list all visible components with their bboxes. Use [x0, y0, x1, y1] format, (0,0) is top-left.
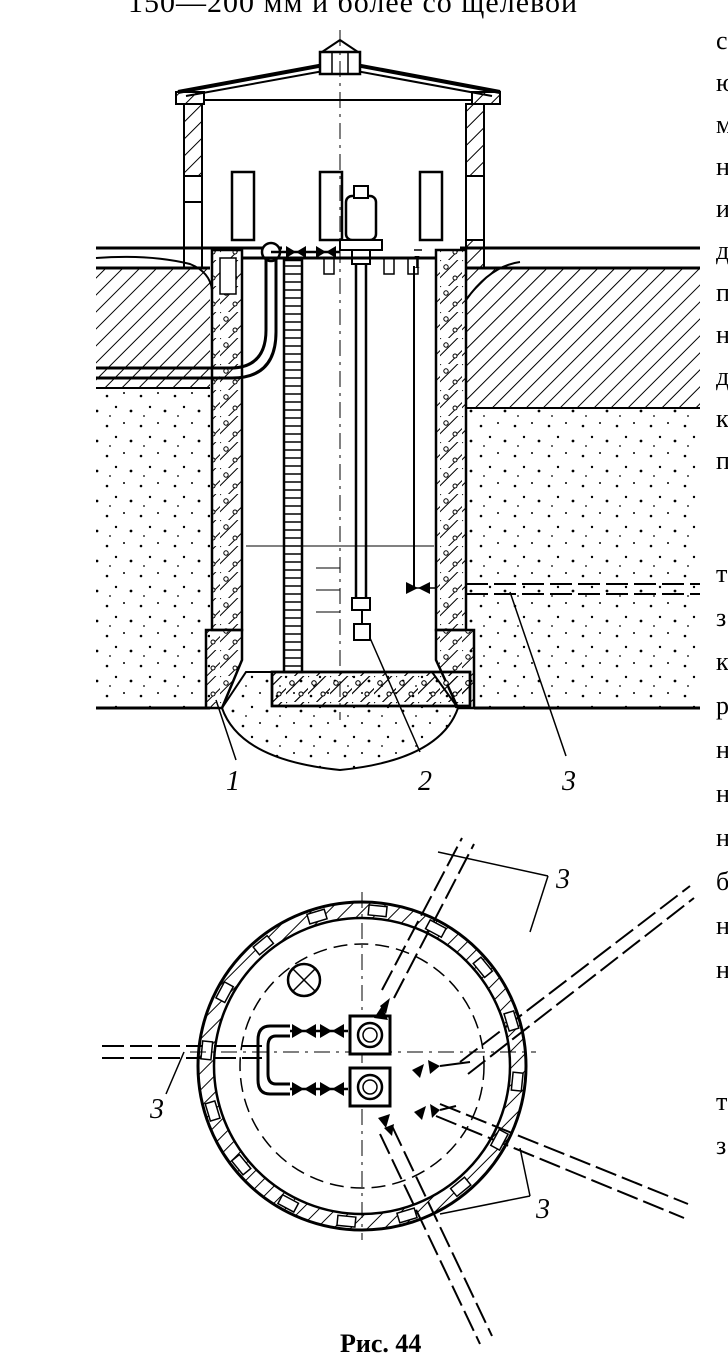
ladder — [282, 258, 304, 674]
wall-slot — [367, 904, 388, 918]
wall-slot — [214, 980, 235, 1004]
label-casing: 1 — [226, 766, 240, 797]
wall-slot — [510, 1071, 524, 1092]
plan-shaft-outline — [239, 943, 485, 1189]
bottom-filter — [220, 670, 472, 772]
header-text-fragment: 150—200 мм и более со щелевой — [128, 0, 579, 19]
wall-slot — [276, 1193, 300, 1214]
figure-caption: Рис. 44 — [340, 1329, 421, 1358]
wall-slot — [306, 908, 328, 925]
section-view: I — [95, 30, 700, 797]
wall-slot — [230, 1153, 252, 1176]
well-casing — [204, 248, 476, 710]
pump-motor — [339, 185, 383, 265]
plan-label-drain-lower: 3 — [535, 1194, 550, 1225]
plan-wall-hatch — [198, 902, 526, 1230]
mark-i: I — [414, 252, 420, 272]
leader-lines — [215, 591, 567, 761]
label-pump: 2 — [418, 766, 432, 797]
pavilion-windows — [230, 170, 444, 242]
ground — [95, 246, 700, 710]
wall-slot — [472, 956, 494, 979]
wall-slot — [489, 1128, 510, 1152]
plan-view: 3 3 3 — [102, 837, 695, 1345]
plan-drain-valves — [374, 998, 471, 1136]
plan-suction-pipes — [256, 1024, 348, 1096]
radial-drain-section — [466, 583, 700, 595]
plan-leader-lines — [165, 851, 549, 1215]
plan-label-drain-left: 3 — [149, 1094, 164, 1125]
plan-wall-slots — [200, 904, 524, 1228]
wall-slot — [449, 1176, 472, 1198]
wall-slot — [204, 1100, 221, 1122]
label-radial-drain: 3 — [561, 766, 576, 797]
wall-slot — [503, 1010, 520, 1032]
pavilion-walls — [183, 103, 485, 269]
wall-slot — [252, 934, 275, 956]
wall-slot — [424, 918, 448, 939]
plan-label-drain-upper: 3 — [555, 864, 570, 895]
floor-slab — [242, 249, 436, 275]
drain-rod — [406, 266, 436, 594]
wall-slot — [396, 1207, 418, 1224]
plan-radial-drains — [102, 837, 695, 1345]
water-level — [246, 545, 434, 613]
plan-pump-1 — [348, 1014, 392, 1056]
wall-slot — [336, 1214, 357, 1228]
wall-slot — [200, 1040, 214, 1061]
pump-column — [351, 264, 371, 641]
plan-pump-2 — [348, 1066, 392, 1108]
